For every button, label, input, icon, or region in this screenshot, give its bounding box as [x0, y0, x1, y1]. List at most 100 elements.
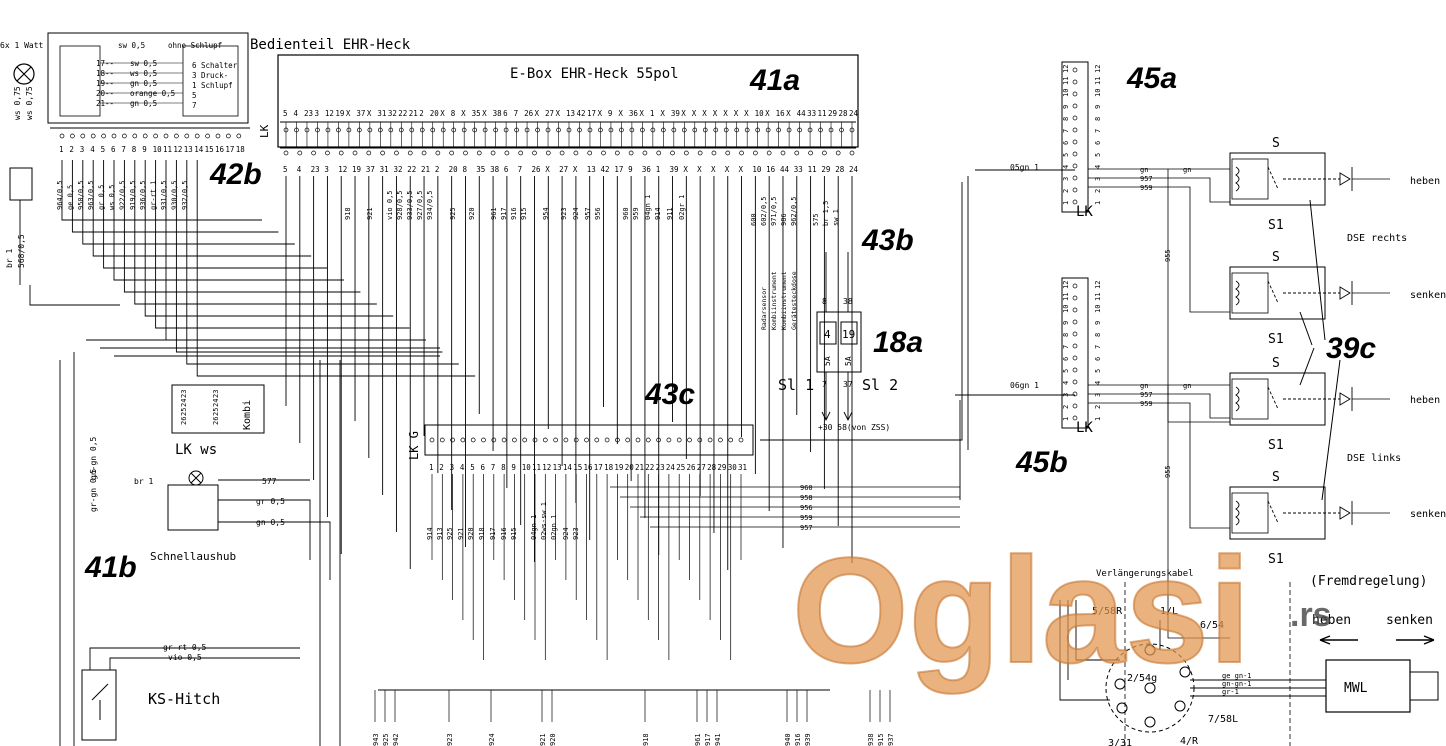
ebox-bottom-pin: [794, 150, 800, 156]
lk-right-pin: [1072, 199, 1078, 205]
ebox-bottom-pin-label: X: [683, 165, 688, 174]
sb-pin-label: 12: [173, 145, 182, 154]
ebox-bottom-pin-label: 17: [614, 165, 623, 174]
fuse-1-rating: 5A: [823, 356, 832, 366]
lk-g-pin: [635, 437, 641, 443]
sb-pin: [101, 133, 106, 139]
lk-right-pin: [1072, 415, 1078, 421]
sb-right-label: 6 Schalter: [192, 61, 238, 70]
bottom-wire-label: 943: [372, 733, 380, 746]
ebox-top-pin-label: X: [597, 109, 602, 118]
lk-right-pin: [1072, 283, 1078, 289]
arrow-left-icon: [1319, 635, 1358, 645]
kombi-pin-label: 24: [180, 399, 188, 407]
ebox-top-pin-label: 19: [335, 109, 344, 118]
ebox-bottom-pin-label: 19: [352, 165, 361, 174]
lk-g-wire-label: 04gn 1: [530, 515, 538, 540]
sb-pin-label: 4: [90, 145, 95, 154]
lk-g-pin-label: 6: [481, 463, 486, 472]
lk-right-pin-label: 11: [1062, 77, 1070, 85]
sb-pin: [236, 133, 242, 139]
lk-g-pin: [728, 437, 734, 443]
ebox-top-pin-label: 17: [587, 109, 596, 118]
valve-s-label: S: [1272, 136, 1280, 151]
lk-g-pin: [615, 437, 620, 443]
lk-right-pin: [1072, 331, 1078, 337]
ebox-frame: [277, 54, 859, 148]
ebox-bottom-pin: [628, 150, 634, 156]
lk-g-wire-label: 914: [426, 527, 434, 540]
mid-wire-label: 920: [468, 207, 476, 220]
fuse-2-number: 19: [842, 328, 855, 341]
bottom-wire-label: 923: [446, 733, 454, 746]
bottom-wire-label: 940: [784, 733, 792, 746]
bottom-wire-label: 937: [887, 733, 895, 746]
left-bundle-wire: [165, 160, 426, 341]
sb-pin: [59, 133, 65, 139]
mid-wire-label: 911: [666, 207, 674, 220]
lk-right-b-label: LK: [1076, 420, 1093, 436]
arrow-right-icon: [1396, 635, 1435, 645]
lk-g-pin-label: 5: [470, 463, 475, 472]
valve-contact-icon: [1267, 166, 1340, 190]
ul-wire-label: 936/0,5: [139, 180, 147, 210]
ebox-top-pin-label: 33: [807, 109, 816, 118]
sa-wire-gr: gr 0,5: [256, 497, 285, 506]
lk-right-pin-label: 1: [1094, 201, 1102, 205]
lk-right-pin-label: 9: [1094, 321, 1102, 325]
coil-winding-icon: [1235, 166, 1240, 192]
lk-g-pin-label: 28: [707, 463, 717, 472]
bottom-wire-label: 941: [714, 733, 722, 746]
ebox-bottom-pin-label: 32: [393, 165, 402, 174]
mid-wire-label: 961: [490, 207, 498, 220]
ebox-bottom-pin-label: 28: [835, 165, 845, 174]
sb-row-pin: 21--: [96, 99, 114, 108]
lk-g-pin: [594, 437, 600, 443]
lk-g-label: LK G: [407, 431, 421, 460]
sb-pin-label: 11: [163, 145, 172, 154]
lk-g-pin-label: 13: [553, 463, 562, 472]
ebox-bottom-pin: [780, 150, 786, 156]
ref-45a: 45a: [1126, 62, 1177, 95]
sb-pin: [122, 133, 127, 139]
left-bundle-wire: [71, 160, 279, 233]
ebox-bottom-pin: [587, 150, 593, 156]
lk-g-pin-label: 14: [563, 463, 573, 472]
sb-pin-label: 3: [80, 145, 85, 154]
valve-heben-1: heben: [1410, 176, 1440, 187]
socket-label-2: 2/54g: [1127, 673, 1157, 684]
lk-g-wire-label: 917: [489, 527, 497, 540]
sb-row-wire: gn 0,5: [130, 79, 157, 88]
socket-label-4: 4/R: [1180, 736, 1199, 746]
fuse-pin-7: 7: [822, 380, 827, 389]
socket-label-7: 7/58L: [1208, 714, 1238, 725]
ebox-bottom-pin: [725, 150, 731, 156]
valve-arrow-icon: [1339, 501, 1353, 525]
sl2-label: Sl 2: [862, 376, 898, 394]
lk-g-pin: [584, 437, 589, 443]
ks-hitch-label: KS-Hitch: [148, 690, 220, 708]
lk-right-pin: [1072, 295, 1078, 301]
socket-feed-wires: [1059, 600, 1120, 701]
lk-right-wire-label: 957: [1140, 391, 1153, 399]
lk-right-pin-label: 3: [1062, 177, 1070, 181]
lk-g-pin-label: 22: [645, 463, 654, 472]
lk-right-pin-label: 2: [1062, 189, 1070, 193]
ul-wire-label: 932/0,5: [181, 180, 189, 210]
ebox-top-pin-label: 2: [419, 109, 424, 118]
sb-right-label: 7: [192, 101, 197, 110]
lk-right-pin-label: 2: [1094, 189, 1102, 193]
sb-pin: [194, 133, 200, 139]
mid-wire-label: 959: [632, 207, 640, 220]
lk-right-pin-label: 12: [1062, 65, 1070, 73]
ebox-bottom-pin-label: 2: [435, 165, 440, 174]
left-bundle-wire: [103, 160, 328, 269]
valve-coil-icon: [1231, 378, 1269, 420]
